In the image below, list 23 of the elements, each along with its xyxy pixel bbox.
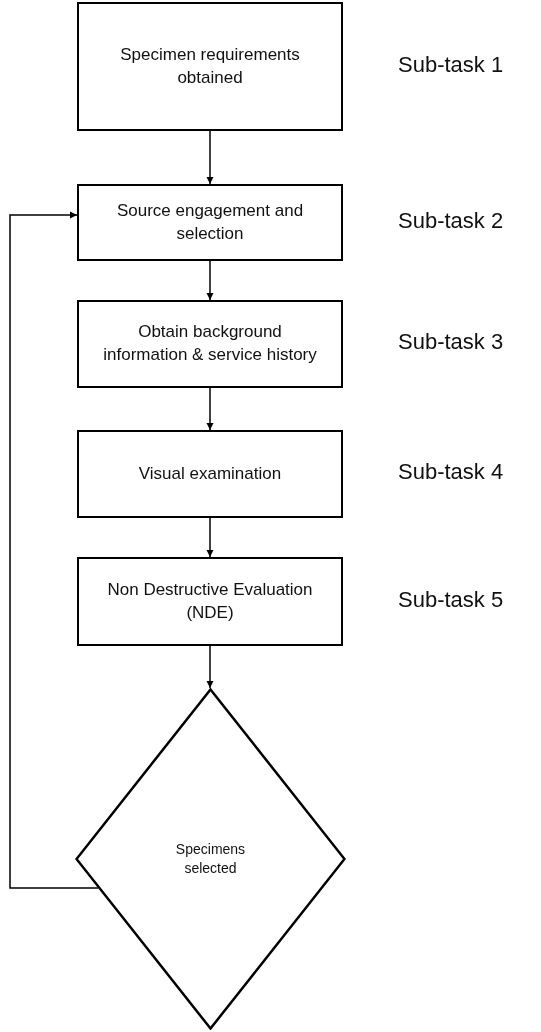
process-box	[77, 2, 343, 131]
sub-task-label: Sub-task 5	[398, 586, 504, 613]
sub-task-label: Sub-task 2	[398, 207, 504, 234]
node-text: Source engagement and selection	[115, 199, 305, 245]
arrow	[9, 211, 99, 889]
decision-diamond	[75, 688, 346, 1030]
arrow	[206, 130, 214, 185]
sub-task-label: Sub-task 3	[398, 329, 504, 355]
node-text: Specimen requirements obtained	[119, 43, 301, 89]
sub-task-label: Sub-task 1	[398, 51, 504, 78]
arrow	[206, 260, 214, 301]
process-box	[77, 184, 343, 261]
process-box	[77, 430, 343, 518]
arrow	[206, 517, 214, 558]
sub-task-label: Sub-task 4	[398, 459, 504, 485]
arrow	[206, 645, 214, 689]
arrow	[206, 387, 214, 431]
process-box	[77, 557, 343, 646]
node-text: Specimens selected	[174, 840, 247, 878]
node-text: Obtain background information & service history	[102, 321, 318, 366]
node-text: Non Destructive Evaluation (NDE)	[106, 578, 314, 624]
process-box	[77, 300, 343, 388]
node-text: Visual examination	[137, 462, 283, 485]
